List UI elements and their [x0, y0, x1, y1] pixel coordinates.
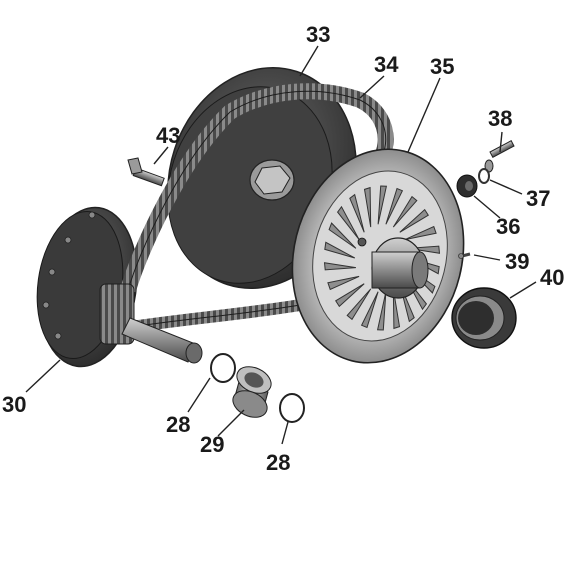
leader-39	[473, 254, 501, 261]
fan-vane	[336, 205, 360, 240]
part-36-nut	[456, 174, 478, 198]
leader-29	[217, 409, 245, 437]
callout-43: 43	[156, 123, 180, 148]
fan-vane	[363, 186, 372, 228]
fan-vane	[323, 262, 356, 271]
fan-vane	[324, 241, 356, 259]
fan-vane	[377, 185, 388, 225]
fan-vane	[328, 222, 357, 249]
callout-28-left: 28	[166, 412, 190, 437]
fan-vane	[399, 208, 429, 233]
callout-36: 36	[496, 214, 520, 239]
callout-34: 34	[374, 52, 399, 77]
part-43-bolt	[127, 157, 165, 187]
callout-35: 35	[430, 54, 454, 79]
leader-30	[25, 359, 61, 393]
fan-vane	[385, 187, 404, 225]
callout-28-right: 28	[266, 450, 290, 475]
fan-vane	[360, 291, 379, 329]
fan-vane	[327, 275, 360, 291]
leader-40	[509, 281, 537, 299]
drive-shaft	[121, 317, 203, 364]
leader-28b	[281, 421, 289, 445]
fan-vane	[404, 225, 437, 241]
leader-33	[299, 45, 319, 77]
callout-37: 37	[526, 186, 550, 211]
leader-lines	[25, 45, 537, 445]
callout-29: 29	[200, 432, 224, 457]
callout-39: 39	[505, 249, 529, 274]
part-29-bushing	[232, 366, 272, 418]
leader-28a	[187, 377, 211, 413]
part-35-fan-pulley	[291, 148, 465, 364]
leader-36	[473, 195, 501, 219]
part-39-small-screw	[458, 252, 471, 259]
fan-vane	[376, 291, 387, 331]
part-37-washer	[478, 168, 490, 184]
part-28-o-ring-left	[210, 353, 236, 383]
fan-vane	[392, 288, 401, 330]
callout-30: 30	[2, 392, 26, 417]
callout-33: 33	[306, 22, 330, 47]
part-40-ring	[451, 287, 517, 349]
leader-38	[499, 131, 503, 153]
leader-43	[153, 146, 169, 165]
part-28-o-ring-right	[279, 393, 305, 423]
fan-vane	[335, 283, 365, 308]
fan-vane	[349, 193, 365, 233]
leader-34	[359, 75, 385, 99]
fan-vane	[346, 288, 372, 321]
leader-35	[407, 77, 441, 153]
pulley-bolts	[42, 211, 96, 340]
part-38-screw	[484, 140, 515, 173]
callout-38: 38	[488, 106, 512, 131]
callout-labels: 33 34 35 43 38 37 36 39 40 30 28 29 28	[2, 22, 564, 475]
fan-vane	[392, 195, 418, 228]
leader-37	[489, 179, 523, 195]
callout-40: 40	[540, 265, 564, 290]
